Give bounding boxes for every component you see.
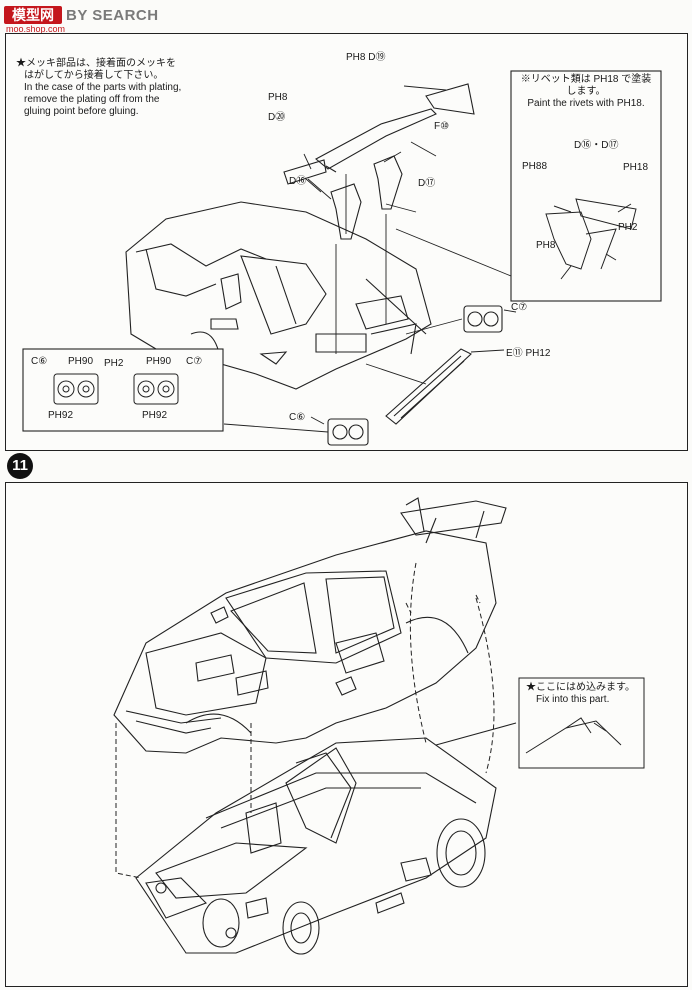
plating-note-en-2: remove the plating off from the (24, 94, 160, 105)
lights-inset-ph90-a: PH90 (68, 356, 94, 367)
step-10-panel: ★メッキ部品は、接着面のメッキを はがしてから接着して下さい。 In the c… (5, 33, 688, 451)
watermark-brand: BY SEARCH (66, 6, 159, 24)
label-d19: PH8 D⑲ (346, 52, 386, 63)
step-10-drawing (22, 70, 662, 446)
plating-note-ja-1: ★メッキ部品は、接着面のメッキを (16, 58, 176, 69)
rivet-inset-ph18: PH18 (623, 162, 649, 173)
lights-inset-ph90-b: PH90 (146, 356, 172, 367)
plating-note-ja-2: はがしてから接着して下さい。 (24, 70, 164, 81)
label-d20-ph: PH8 (268, 92, 288, 103)
rivet-inset-ph88: PH88 (522, 161, 548, 172)
label-f10: F⑩ (434, 121, 450, 132)
rivet-inset-ph8: PH8 (536, 240, 556, 251)
plating-note: ★メッキ部品は、接着面のメッキを はがしてから接着して下さい。 In the c… (16, 58, 236, 118)
rivet-inset-ph2: PH2 (618, 222, 638, 233)
step-11-number: 11 (7, 453, 33, 479)
label-c7: C⑦ (511, 302, 528, 313)
lights-inset-ph92-b: PH92 (142, 410, 168, 421)
rivet-note-ja-1: ※リベット類は PH18 で塗装 (520, 74, 652, 85)
rivet-note-en: Paint the rivets with PH18. (527, 98, 645, 109)
label-d16: D⑯ (289, 176, 307, 187)
lights-inset-c7: C⑦ (186, 356, 203, 367)
label-d17: D⑰ (418, 178, 436, 189)
label-c6: C⑥ (289, 412, 306, 423)
watermark-url: moo.shop.com (6, 24, 66, 34)
step-11-panel: ★ここにはめ込みます。 Fix into this part. (5, 482, 688, 987)
step-11-drawing (113, 497, 645, 955)
watermark-logo: 模型网 (4, 6, 62, 24)
rivet-note-ja-2: します。 (566, 86, 606, 97)
fix-into-note: ★ここにはめ込みます。 Fix into this part. (526, 682, 641, 706)
label-d20: D⑳ (268, 112, 286, 123)
label-e11: E⑪ PH12 (506, 348, 551, 359)
lights-inset-c6: C⑥ (31, 356, 48, 367)
plating-note-en-3: gluing point before gluing. (24, 106, 139, 117)
lights-inset-ph92-a: PH92 (48, 410, 74, 421)
fix-into-note-ja: ★ここにはめ込みます。 (526, 682, 635, 693)
rivet-inset-parts: D⑯・D⑰ (574, 140, 619, 151)
plating-note-en-1: In the case of the parts with plating, (24, 82, 182, 93)
watermark: 模型网 BY SEARCH (4, 4, 159, 26)
rivet-paint-note: ※リベット類は PH18 で塗装 します。 Paint the rivets w… (512, 74, 660, 110)
fix-into-note-en: Fix into this part. (536, 694, 610, 705)
lights-inset-ph2: PH2 (104, 358, 124, 369)
